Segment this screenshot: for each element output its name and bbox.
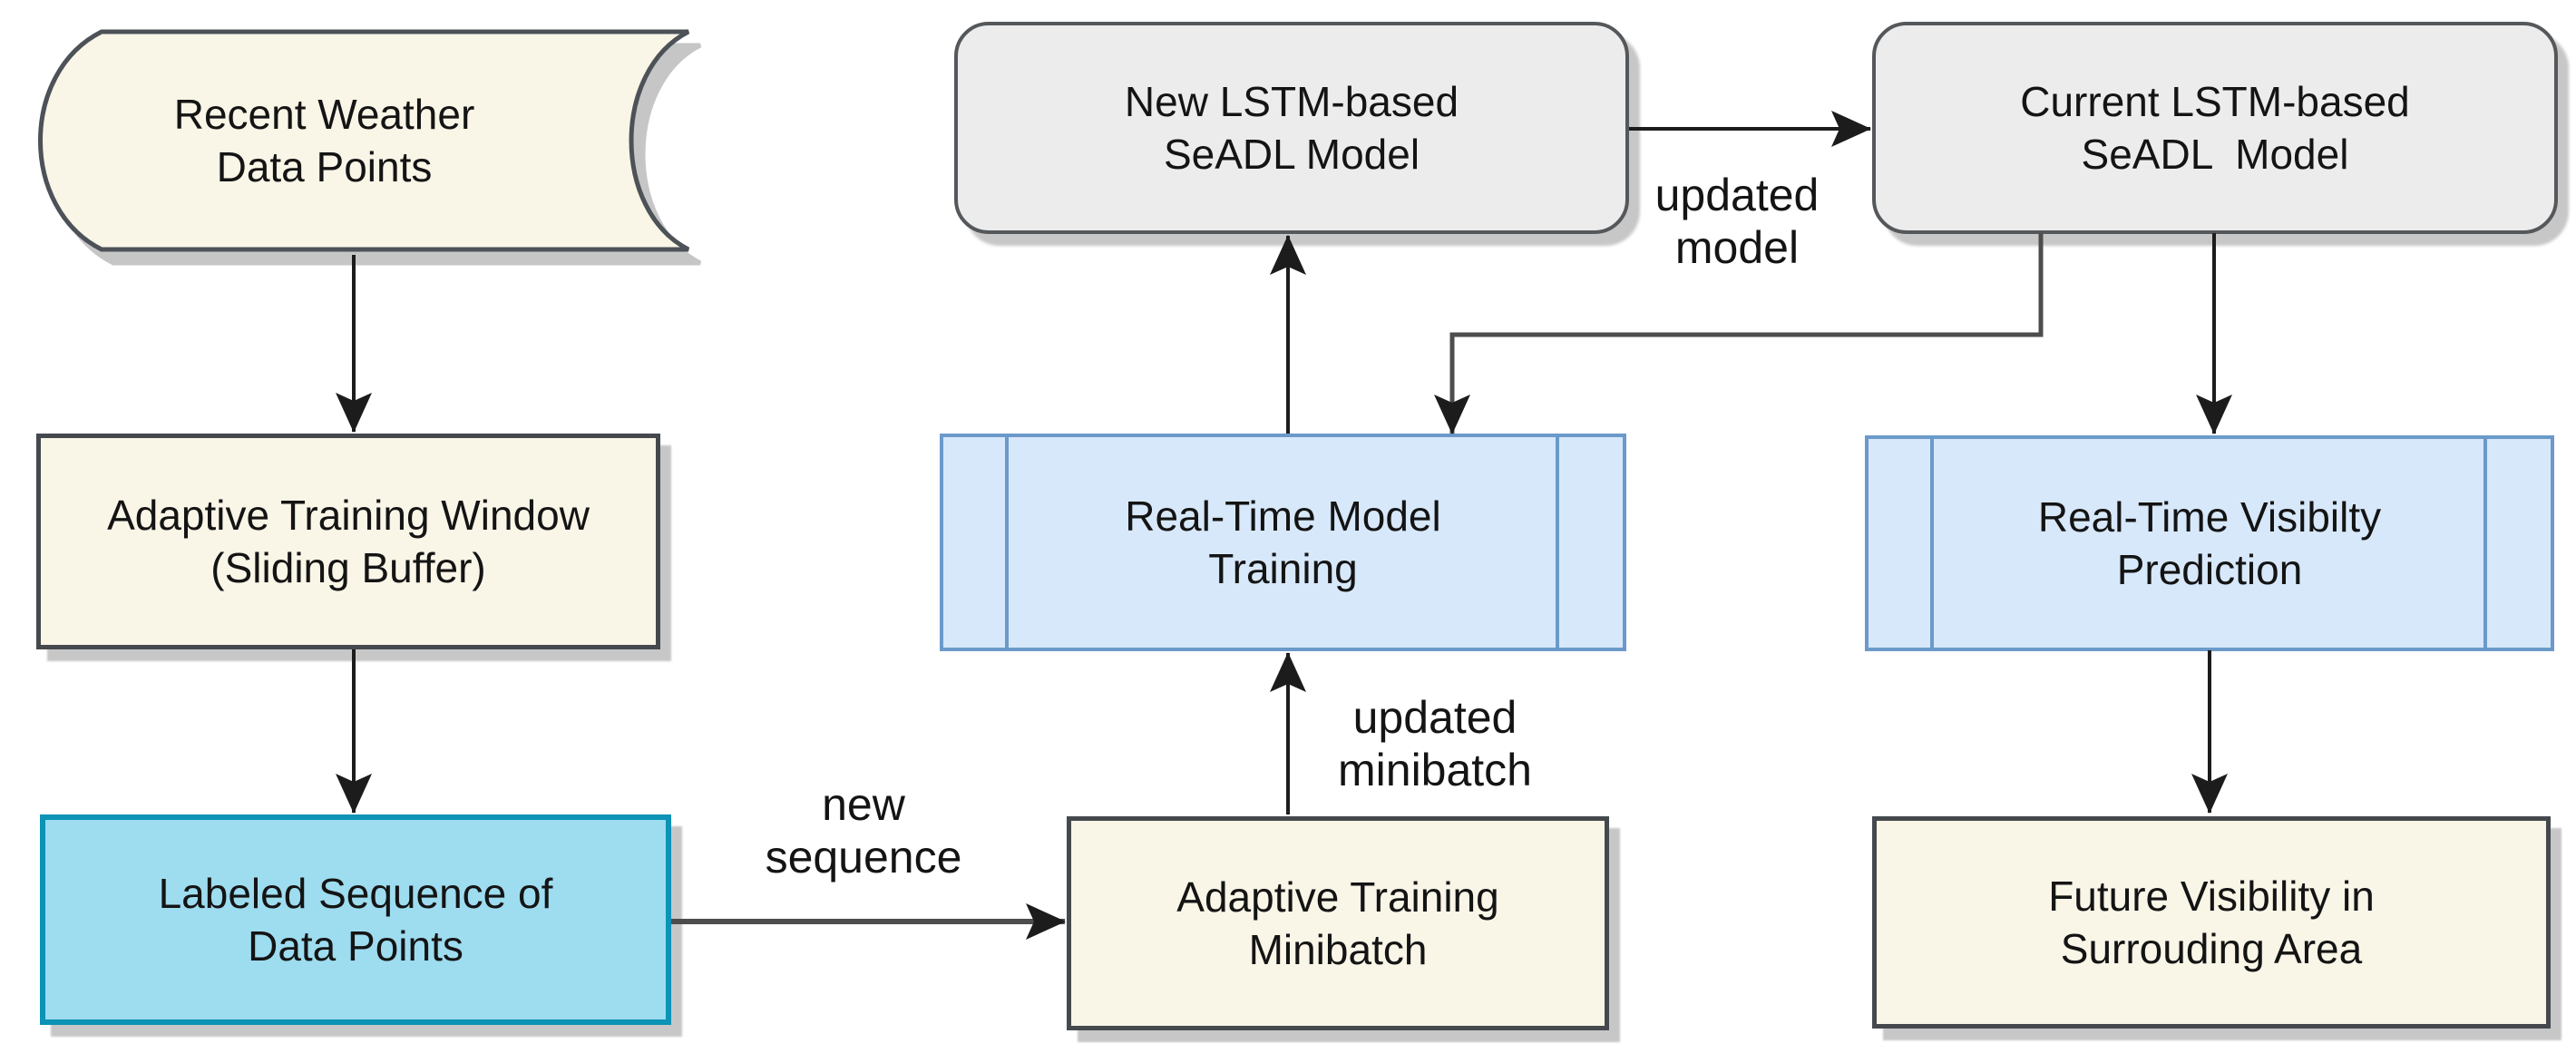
node-label: Recent Weather Data Points [18, 27, 630, 254]
node-label: New LSTM-based SeADL Model [958, 25, 1625, 230]
edge-label-updated-minibatch: updated minibatch [1254, 691, 1616, 796]
node-label-line: Real-Time Visibilty [2037, 493, 2382, 541]
edge-label-line: updated [1352, 692, 1517, 743]
node-label-line: Labeled Sequence of [158, 870, 553, 917]
node-real-time-visibility-prediction: Real-Time Visibilty Prediction [1865, 435, 2554, 651]
node-recent-weather-data-points: Recent Weather Data Points [18, 27, 702, 266]
stored-data-body [38, 29, 690, 252]
node-label: Adaptive Training Window (Sliding Buffer… [41, 438, 656, 645]
node-label-line: Data Points [248, 922, 463, 970]
edge-label-line: minibatch [1338, 745, 1532, 795]
node-label-line: Current LSTM-based [2020, 78, 2410, 125]
node-label-line: Future Visibility in [2048, 873, 2375, 920]
node-label-line: SeADL Model [2081, 131, 2349, 178]
edge-label-new-sequence: new sequence [682, 778, 1045, 883]
node-label-line: Data Points [216, 143, 433, 190]
node-label-line: Adaptive Training Window [107, 492, 590, 539]
stored-data-shape [38, 29, 702, 266]
node-label-line: Prediction [2116, 546, 2303, 593]
node-label-line: SeADL Model [1163, 131, 1420, 178]
arrow-current-model-to-training-elbow [1434, 233, 2044, 434]
node-label: Labeled Sequence of Data Points [45, 820, 666, 1019]
node-future-visibility: Future Visibility in Surrouding Area [1872, 816, 2551, 1029]
edge-label-line: sequence [765, 832, 962, 883]
subprocess-right-bar [2483, 439, 2487, 648]
edge-label-line: model [1674, 222, 1800, 273]
node-label: Current LSTM-based SeADL Model [1876, 25, 2554, 230]
node-label-line: Training [1208, 545, 1358, 592]
node-label-line: Surrouding Area [2060, 925, 2363, 972]
node-label-line: (Sliding Buffer) [210, 544, 486, 591]
node-label: Real-Time Model Training [943, 437, 1623, 648]
node-adaptive-training-window: Adaptive Training Window (Sliding Buffer… [36, 434, 660, 649]
edge-label-line: updated [1654, 170, 1820, 220]
edge-label-updated-model: updated model [1556, 169, 1918, 274]
node-label: Future Visibility in Surrouding Area [1877, 821, 2546, 1024]
node-new-lstm-seadl-model: New LSTM-based SeADL Model [954, 22, 1629, 234]
node-label: Adaptive Training Minibatch [1071, 821, 1605, 1026]
node-adaptive-training-minibatch: Adaptive Training Minibatch [1067, 816, 1609, 1030]
edge-label-line: new [822, 779, 905, 830]
node-label-line: New LSTM-based [1124, 78, 1459, 125]
node-labeled-sequence: Labeled Sequence of Data Points [40, 814, 671, 1025]
node-label-line: Minibatch [1248, 926, 1428, 973]
node-real-time-model-training: Real-Time Model Training [940, 434, 1626, 651]
node-label: Real-Time Visibilty Prediction [1869, 439, 2551, 648]
subprocess-left-bar [1005, 437, 1009, 648]
node-current-lstm-seadl-model: Current LSTM-based SeADL Model [1872, 22, 2558, 234]
subprocess-right-bar [1556, 437, 1559, 648]
node-label-line: Recent Weather [173, 91, 475, 138]
node-label-line: Adaptive Training [1176, 873, 1499, 921]
node-label-line: Real-Time Model [1125, 492, 1441, 540]
subprocess-left-bar [1930, 439, 1934, 648]
